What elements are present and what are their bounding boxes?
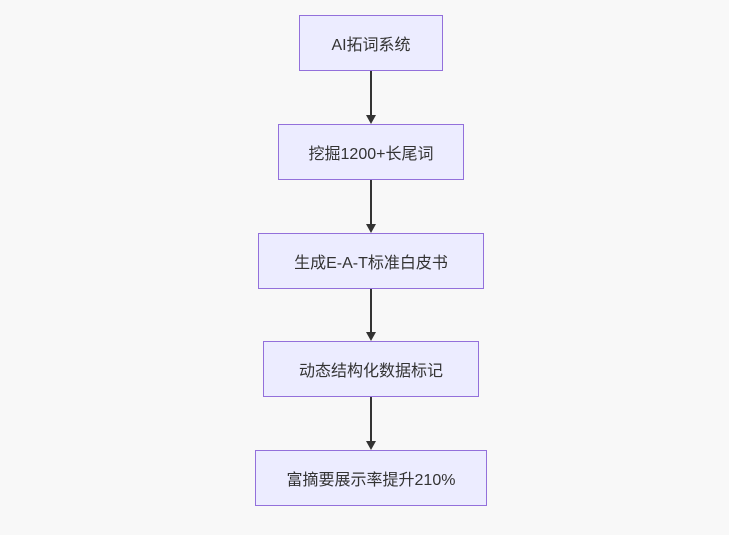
arrow-line: [370, 180, 372, 224]
flow-node-label: 生成E-A-T标准白皮书: [294, 255, 448, 272]
flow-node-ai-word-expansion: AI拓词系统: [299, 15, 443, 71]
flow-node-eat-whitepaper: 生成E-A-T标准白皮书: [258, 233, 484, 289]
down-arrow-2: [365, 180, 377, 233]
arrow-line: [370, 289, 372, 332]
flow-node-rich-snippet-result: 富摘要展示率提升210%: [255, 450, 487, 506]
arrow-line: [370, 71, 372, 115]
arrowhead-icon: [366, 441, 376, 450]
flow-node-label: 富摘要展示率提升210%: [286, 472, 456, 489]
arrowhead-icon: [366, 224, 376, 233]
down-arrow-4: [365, 397, 377, 450]
flow-node-label: 动态结构化数据标记: [298, 363, 443, 380]
down-arrow-3: [365, 289, 377, 341]
arrowhead-icon: [366, 115, 376, 124]
flow-node-longtail-mining: 挖掘1200+长尾词: [278, 124, 464, 180]
arrowhead-icon: [366, 332, 376, 341]
flow-node-structured-data-markup: 动态结构化数据标记: [263, 341, 479, 397]
down-arrow-1: [365, 71, 377, 124]
flow-node-label: AI拓词系统: [331, 37, 411, 54]
arrow-line: [370, 397, 372, 441]
flow-node-label: 挖掘1200+长尾词: [308, 146, 434, 163]
